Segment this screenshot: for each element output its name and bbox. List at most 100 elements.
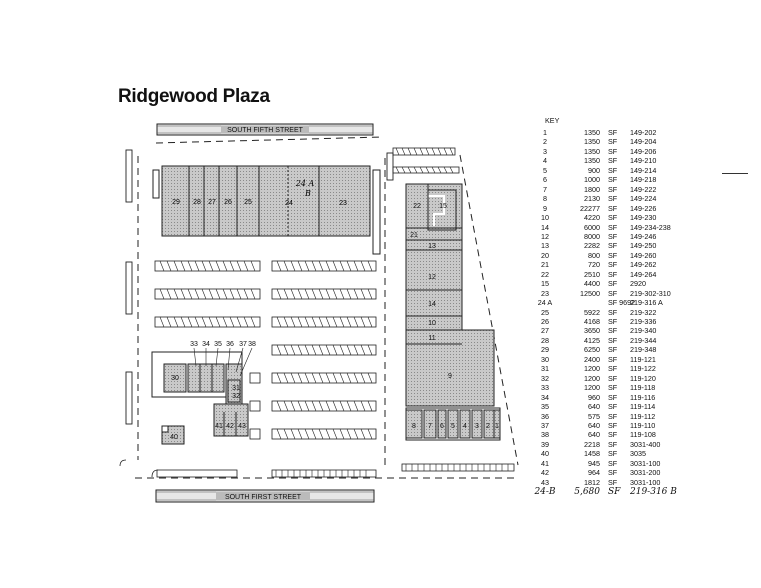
unit-24-label: 24 bbox=[285, 200, 293, 207]
key-cell-sf: 800 bbox=[588, 250, 600, 260]
unit-24a-label: 24 A bbox=[295, 179, 315, 188]
key-cell-unit: SF bbox=[608, 250, 618, 260]
key-row: 9 22277 SF 149-226 bbox=[530, 204, 735, 213]
key-cell-sf: 6250 bbox=[584, 345, 600, 355]
unit-28-label: 28 bbox=[193, 199, 201, 206]
key-cell-no: 30 bbox=[541, 354, 549, 364]
south-first-street: SOUTH FIRST STREET bbox=[155, 489, 375, 503]
unit-27-label: 27 bbox=[208, 199, 216, 206]
key-cell-suite: 149-230 bbox=[630, 213, 657, 223]
key-cell-unit: SF bbox=[608, 165, 618, 175]
key-cell-unit: SF bbox=[608, 203, 618, 213]
key-cell-sf: 4400 bbox=[584, 279, 600, 289]
key-cell-suite: 119-121 bbox=[630, 354, 656, 364]
key-cell-no: 32 bbox=[541, 373, 549, 383]
key-hand-cell-suite: 219-316 B bbox=[630, 487, 677, 498]
key-cell-no: 31 bbox=[541, 364, 549, 374]
key-cell-no: 5 bbox=[543, 165, 547, 175]
key-cell-no: 8 bbox=[543, 194, 547, 204]
key-cell-suite: 149-214 bbox=[630, 165, 657, 175]
key-cell-unit: SF bbox=[608, 392, 618, 402]
key-cell-sf: 22277 bbox=[580, 203, 600, 213]
key-cell-suite: 149-260 bbox=[630, 250, 657, 260]
key-cell-unit: SF bbox=[608, 288, 618, 298]
building-east bbox=[405, 183, 501, 441]
key-cell-no: 3 bbox=[543, 146, 547, 156]
key-cell-sf: 1200 bbox=[584, 364, 600, 374]
key-cell-sf: 1350 bbox=[584, 146, 600, 156]
key-cell-suite: 3031-200 bbox=[630, 468, 661, 478]
key-cell-no: 38 bbox=[541, 430, 549, 440]
key-cell-suite: 219-302-310 bbox=[630, 288, 671, 298]
key-cell-no: 12 bbox=[541, 231, 549, 241]
key-cell-sf: 3650 bbox=[584, 326, 600, 336]
key-cell-unit: SF bbox=[608, 241, 618, 251]
key-cell-unit: SF bbox=[608, 420, 618, 430]
key-cell-sf: 1458 bbox=[584, 449, 600, 459]
key-cell-suite: 3031-100 bbox=[630, 477, 661, 487]
key-cell-no: 22 bbox=[541, 269, 549, 279]
key-cell-sf: 1200 bbox=[584, 383, 600, 393]
key-cell-sf: 4168 bbox=[584, 317, 600, 326]
key-cell-no: 15 bbox=[541, 279, 549, 289]
key-cell-suite: 119-120 bbox=[630, 373, 656, 383]
left-edge-parking bbox=[125, 149, 394, 425]
building-southwest-labels: 30 31 32 40 41 42 43 33 34 35 36 37 38 bbox=[170, 341, 256, 441]
unit-25-label: 25 bbox=[244, 199, 252, 206]
key-cell-sf: 2282 bbox=[584, 241, 600, 251]
key-cell-suite: 119-108 bbox=[630, 430, 656, 440]
key-hand-cell-sf: 5,680 bbox=[574, 487, 600, 498]
key-cell-sf: 960 bbox=[588, 392, 600, 402]
unit-43-label: 43 bbox=[238, 423, 246, 430]
unit-29-label: 29 bbox=[172, 199, 180, 206]
key-cell-no: 37 bbox=[541, 420, 549, 430]
key-cell-no: 42 bbox=[541, 468, 549, 478]
unit-7-label: 7 bbox=[428, 423, 432, 430]
key-cell-unit: SF 9692 bbox=[608, 298, 636, 308]
building-southwest bbox=[151, 351, 249, 445]
key-cell-unit: SF bbox=[608, 175, 618, 185]
key-cell-no: 24 A bbox=[537, 298, 553, 308]
key-cell-suite: 149-210 bbox=[630, 156, 657, 166]
key-cell-no: 29 bbox=[541, 345, 549, 355]
key-hand-cell-unit: SF bbox=[608, 487, 621, 498]
key-cell-suite: 149-226 bbox=[630, 203, 657, 213]
unit-30-label: 30 bbox=[171, 375, 179, 382]
key-cell-unit: SF bbox=[608, 430, 618, 440]
unit-4-label: 4 bbox=[463, 423, 467, 430]
key-cell-suite: 119-112 bbox=[630, 411, 656, 421]
key-cell-unit: SF bbox=[608, 364, 618, 374]
key-cell-no: 9 bbox=[543, 203, 547, 213]
key-cell-unit: SF bbox=[608, 231, 618, 241]
key-cell-unit: SF bbox=[608, 449, 618, 459]
key-cell-suite: 149-250 bbox=[630, 241, 657, 251]
key-cell-no: 25 bbox=[541, 307, 549, 317]
key-cell-sf: 6000 bbox=[584, 222, 600, 232]
key-cell-sf: 964 bbox=[588, 468, 600, 478]
unit-42-label: 42 bbox=[226, 423, 234, 430]
key-cell-no: 36 bbox=[541, 411, 549, 421]
key-cell-no: 43 bbox=[541, 477, 549, 487]
south-fifth-street: SOUTH FIFTH STREET bbox=[156, 123, 374, 136]
unit-9-label: 9 bbox=[448, 373, 452, 380]
unit-10-label: 10 bbox=[428, 320, 436, 327]
key-cell-sf: 1350 bbox=[584, 128, 600, 137]
unit-11-label: 11 bbox=[428, 335, 435, 342]
key-cell-sf: 575 bbox=[588, 411, 600, 421]
unit-6-label: 6 bbox=[440, 423, 444, 430]
key-cell-sf: 1812 bbox=[584, 477, 600, 487]
key-cell-no: 4 bbox=[543, 156, 547, 166]
unit-2-label: 2 bbox=[486, 423, 490, 430]
key-cell-unit: SF bbox=[608, 383, 618, 393]
key-cell-sf: 945 bbox=[588, 458, 600, 468]
key-cell-no: 6 bbox=[543, 175, 547, 185]
unit-3-label: 3 bbox=[475, 423, 479, 430]
